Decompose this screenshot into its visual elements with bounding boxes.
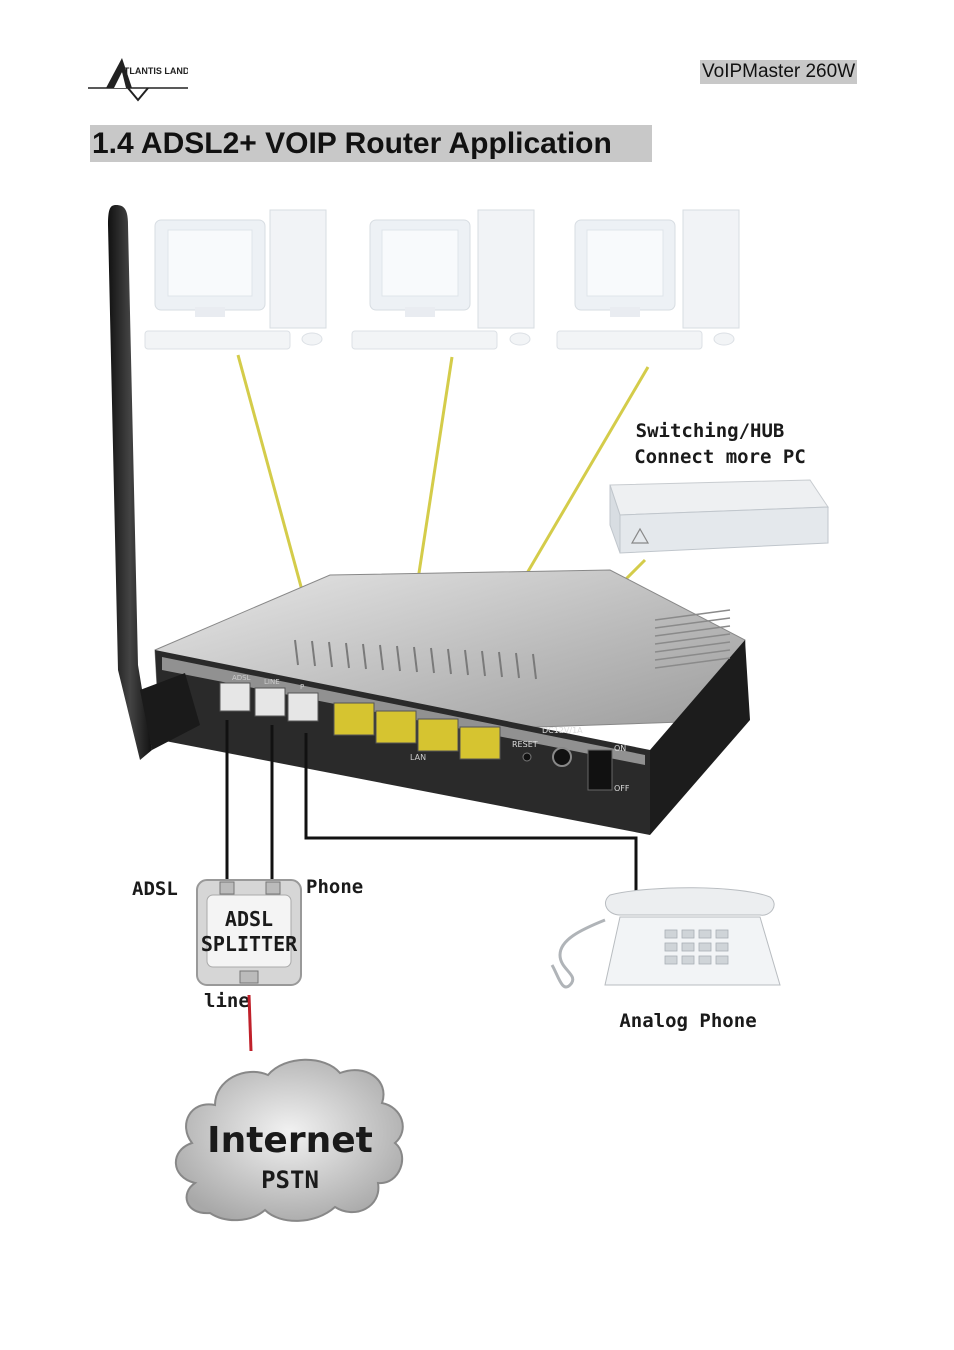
adsl-label: ADSL xyxy=(132,878,178,900)
logo-text: ATLANTIS LAND xyxy=(118,66,188,76)
off-label: OFF xyxy=(614,784,630,793)
section-title: 1.4 ADSL2+ VOIP Router Application xyxy=(90,125,652,162)
port-label-adsl: ADSL xyxy=(232,674,251,682)
product-name: VoIPMaster 260W xyxy=(700,60,858,84)
port-label-phone: P xyxy=(300,683,304,691)
power-rating-label: DC12V/1A xyxy=(542,726,583,735)
pc-3 xyxy=(556,209,740,350)
internet-cloud xyxy=(174,1058,404,1222)
analog-phone xyxy=(550,887,781,989)
internet-label: Internet xyxy=(207,1120,373,1161)
switch-hub xyxy=(609,479,829,554)
splitter-text-line2: SPLITTER xyxy=(201,932,298,956)
network-diagram: Switching/HUB Connect more PC xyxy=(90,195,838,1225)
phone-label: Phone xyxy=(306,876,363,898)
switch-label-line1: Switching/HUB xyxy=(636,420,785,442)
adsl-splitter xyxy=(196,879,302,986)
switch-label-line2: Connect more PC xyxy=(634,446,806,468)
port-label-line: LINE xyxy=(264,678,280,686)
analog-phone-label: Analog Phone xyxy=(619,1010,756,1032)
pc-2 xyxy=(351,209,535,350)
phone-cables xyxy=(225,720,638,898)
antenna xyxy=(108,205,200,760)
pc-1 xyxy=(144,209,327,350)
atlantis-logo: ATLANTIS LAND xyxy=(88,58,188,102)
line-label: line xyxy=(204,990,250,1012)
reset-label: RESET xyxy=(512,740,538,749)
lan-label: LAN xyxy=(410,753,426,762)
splitter-text-line1: ADSL xyxy=(225,907,273,931)
internet-cable xyxy=(247,994,253,1052)
on-label: ON xyxy=(614,744,626,753)
pstn-label: PSTN xyxy=(261,1166,319,1194)
router: ADSL LINE P LAN RESET DC12V/1A ON OFF xyxy=(154,569,750,835)
